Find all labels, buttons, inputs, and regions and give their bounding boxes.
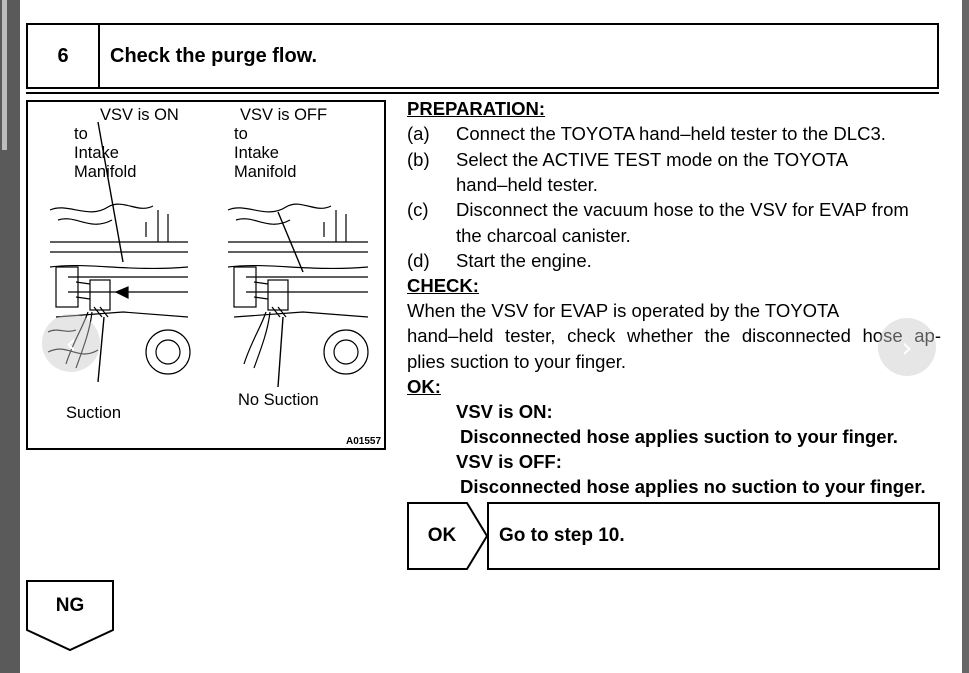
check-line2: hand–held tester, check whether the disc…	[407, 325, 941, 346]
scroll-strip[interactable]	[2, 0, 7, 150]
step-header: 6 Check the purge flow.	[26, 23, 939, 89]
vsv-illustration: VSV is ON VSV is OFF to Intake Manifold …	[26, 100, 386, 450]
ng-tab-shape	[26, 580, 114, 652]
prep-a-marker: (a)	[407, 123, 430, 144]
to-label-left: to	[74, 125, 88, 143]
left-engine-sketch	[47, 121, 191, 383]
check-line1: When the VSV for EVAP is operated by the…	[407, 300, 840, 321]
ok-result-tab: OK	[407, 502, 489, 570]
ng-label: NG	[55, 595, 85, 616]
ok-tab-shape	[407, 502, 489, 570]
chevron-right-icon: ›	[901, 330, 913, 364]
viewer-left-edge	[0, 0, 20, 673]
check-line3: plies suction to your finger.	[407, 351, 627, 372]
prev-page-button[interactable]: ‹	[42, 314, 100, 372]
prep-a-text: Connect the TOYOTA hand–held tester to t…	[456, 123, 886, 144]
ok-label: OK	[427, 525, 457, 546]
ok-action-text: Go to step 10.	[499, 525, 625, 546]
right-engine-sketch	[227, 203, 369, 388]
intake-label-left: Intake	[74, 144, 119, 162]
ok-action-box: Go to step 10.	[487, 502, 940, 570]
prep-c-line1: Disconnect the vacuum hose to the VSV fo…	[456, 199, 909, 220]
prep-c-marker: (c)	[407, 199, 429, 220]
figure-code: A01557	[346, 436, 382, 447]
next-page-button[interactable]: ›	[878, 318, 936, 376]
suction-label: Suction	[66, 404, 122, 422]
engine-drawing	[47, 121, 369, 388]
prep-d-text: Start the engine.	[456, 250, 592, 271]
prep-b-line1: Select the ACTIVE TEST mode on the TOYOT…	[456, 149, 849, 170]
prep-b-line2: hand–held tester.	[456, 174, 598, 195]
vsv-off-label: VSV is OFF	[240, 106, 328, 124]
ok-off-label: VSV is OFF:	[456, 451, 562, 472]
ng-result-tab: NG	[26, 580, 116, 652]
step-title: Check the purge flow.	[110, 44, 318, 67]
ok-on-result: Disconnected hose applies suction to you…	[460, 426, 898, 447]
manifold-label-left: Manifold	[74, 163, 137, 181]
intake-label-right: Intake	[234, 144, 279, 162]
header-rule	[26, 92, 939, 94]
ok-on-label: VSV is ON:	[456, 401, 553, 422]
viewer-right-edge	[962, 0, 969, 673]
ok-heading: OK:	[407, 376, 441, 397]
prep-b-marker: (b)	[407, 149, 430, 170]
chevron-left-icon: ‹	[65, 326, 77, 360]
step-number: 6	[28, 25, 100, 87]
prep-d-marker: (d)	[407, 250, 430, 271]
ok-off-result: Disconnected hose applies no suction to …	[460, 476, 926, 497]
no-suction-label: No Suction	[238, 391, 319, 409]
manifold-label-right: Manifold	[234, 163, 297, 181]
prep-c-line2: the charcoal canister.	[456, 225, 631, 246]
to-label-right: to	[234, 125, 248, 143]
check-heading: CHECK:	[407, 275, 479, 296]
vsv-on-label: VSV is ON	[100, 106, 179, 124]
preparation-heading: PREPARATION:	[407, 98, 546, 119]
